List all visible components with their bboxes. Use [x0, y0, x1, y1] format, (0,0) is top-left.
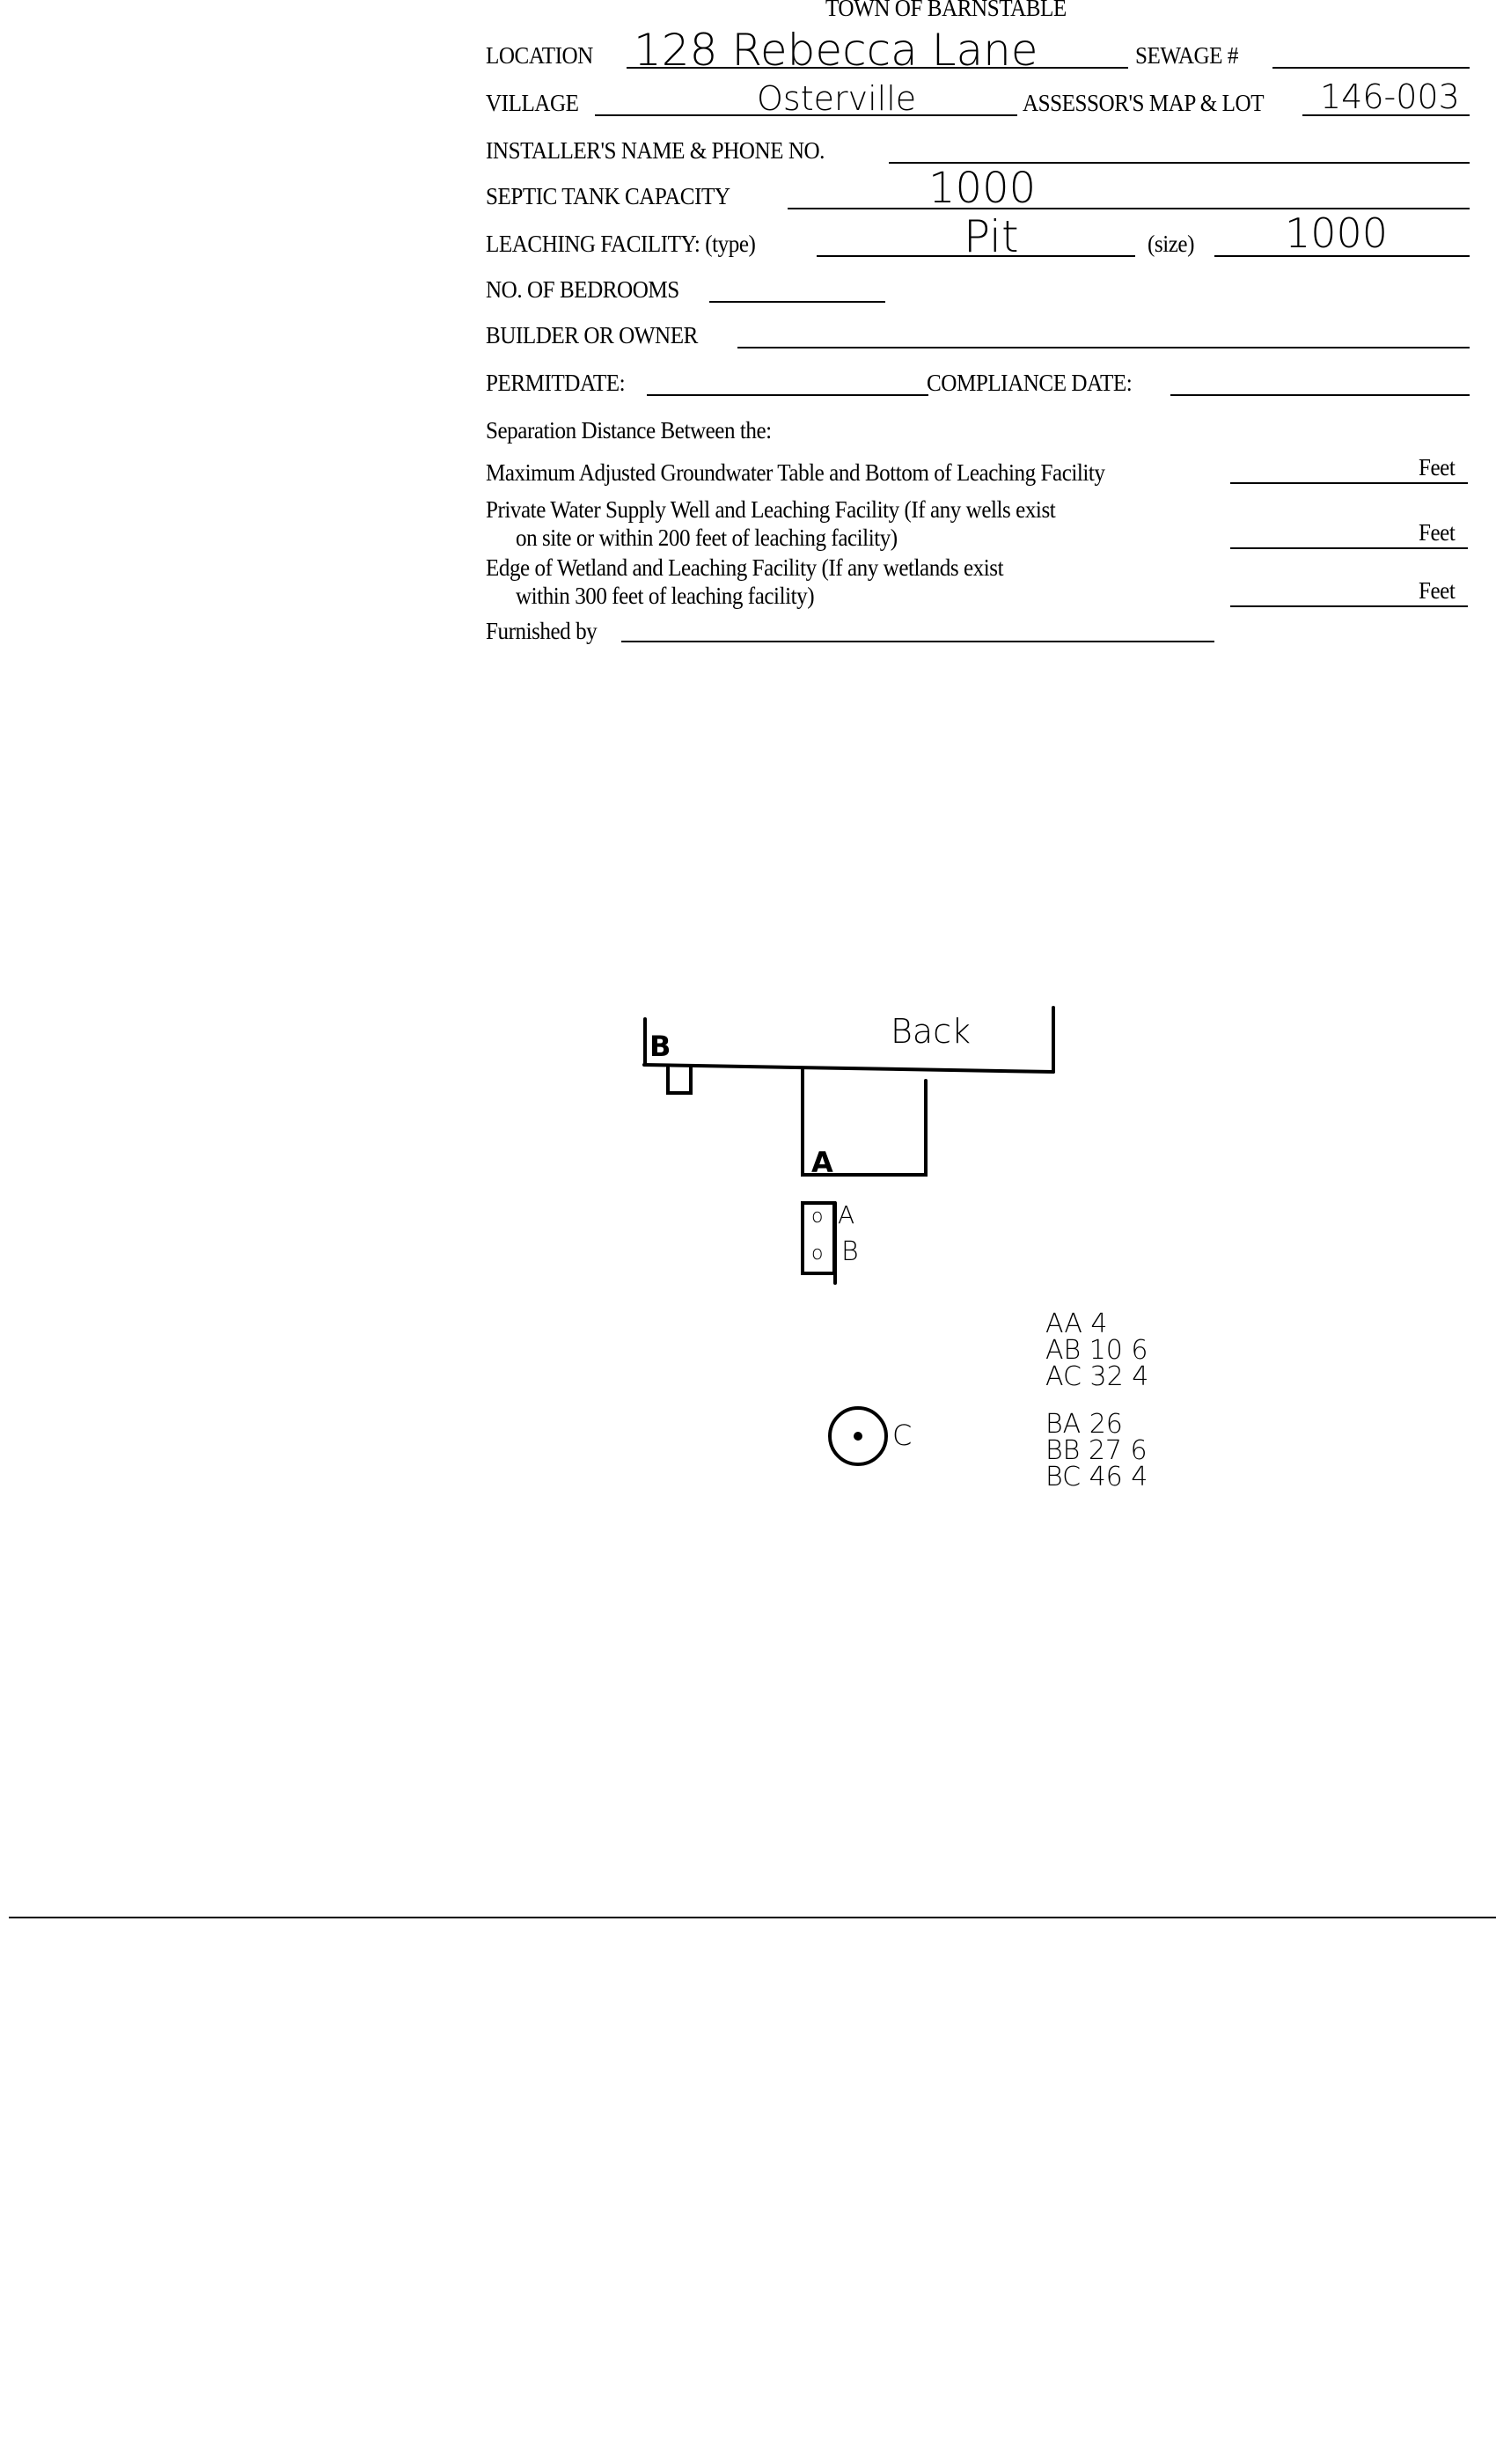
well-feet-field[interactable] [1230, 547, 1468, 549]
permit-date-label: PERMITDATE: [486, 370, 626, 396]
size-field[interactable] [1214, 255, 1470, 257]
house-back-wall [642, 1063, 1055, 1074]
feet-unit-1: Feet [1419, 454, 1456, 480]
measurement-ab: AB 10 6 [1045, 1335, 1148, 1366]
furnished-by-field[interactable] [621, 641, 1214, 642]
map-lot-field[interactable] [1302, 114, 1470, 116]
permit-date-field[interactable] [647, 394, 928, 396]
measurements-list: AA 4 AB 10 6 AC 32 4 BA 26 BB 27 6 BC 46… [1045, 1311, 1148, 1491]
separation-groundwater: Maximum Adjusted Groundwater Table and B… [486, 459, 1105, 486]
measurement-bb: BB 27 6 [1045, 1435, 1148, 1466]
village-label: VILLAGE [486, 90, 579, 116]
map-lot-value: 146-003 [1320, 77, 1460, 116]
measurement-ac: AC 32 4 [1045, 1361, 1149, 1392]
separation-heading: Separation Distance Between the: [486, 417, 772, 444]
tank-b-label: B [841, 1236, 859, 1267]
septic-label: SEPTIC TANK CAPACITY [486, 183, 730, 209]
builder-label: BUILDER OR OWNER [486, 322, 698, 348]
size-value: 1000 [1285, 209, 1389, 257]
form-title: TOWN OF BARNSTABLE [825, 0, 1067, 21]
bedrooms-label: NO. OF BEDROOMS [486, 276, 679, 303]
groundwater-feet-field[interactable] [1230, 482, 1468, 484]
measurement-ba: BA 26 [1045, 1409, 1123, 1440]
tank-outlet-b-mark: o [811, 1243, 824, 1265]
furnished-by-label: Furnished by [486, 618, 598, 644]
septic-field[interactable] [788, 208, 1470, 209]
well-circle [828, 1406, 888, 1466]
map-lot-label: ASSESSOR'S MAP & LOT [1023, 90, 1265, 116]
builder-field[interactable] [737, 347, 1470, 348]
installer-field[interactable] [889, 162, 1470, 164]
separation-well-line2: on site or within 200 feet of leaching f… [516, 524, 898, 551]
compliance-date-label: COMPLIANCE DATE: [927, 370, 1133, 396]
tank-outlet-a-mark: o [811, 1206, 824, 1228]
corner-b-label: B [649, 1030, 671, 1063]
location-value: 128 Rebecca Lane [634, 25, 1038, 76]
sewage-field[interactable] [1272, 67, 1470, 69]
tank-a-label: A [838, 1200, 855, 1229]
separation-wetland-line1: Edge of Wetland and Leaching Facility (I… [486, 554, 1004, 581]
feet-unit-3: Feet [1419, 577, 1456, 604]
leaching-type-field[interactable] [817, 255, 1135, 257]
compliance-date-field[interactable] [1170, 394, 1470, 396]
size-label: (size) [1148, 231, 1194, 257]
location-field[interactable] [627, 67, 1128, 69]
measurement-aa: AA 4 [1045, 1309, 1108, 1339]
point-c-label: C [892, 1419, 913, 1452]
sewage-label: SEWAGE # [1135, 42, 1238, 69]
village-value: Osterville [757, 79, 917, 118]
feet-unit-2: Feet [1419, 519, 1456, 546]
separation-well-line1: Private Water Supply Well and Leaching F… [486, 496, 1056, 523]
septic-value: 1000 [928, 164, 1037, 213]
village-field[interactable] [595, 114, 1017, 116]
corner-a-label: A [811, 1146, 833, 1179]
well-dot [854, 1432, 862, 1441]
installer-label: INSTALLER'S NAME & PHONE NO. [486, 137, 825, 164]
leach-area-box [801, 1067, 928, 1177]
wetland-feet-field[interactable] [1230, 605, 1468, 607]
location-label: LOCATION [486, 42, 593, 69]
bedrooms-field[interactable] [709, 301, 885, 303]
small-square [666, 1066, 693, 1095]
separation-wetland-line2: within 300 feet of leaching facility) [516, 583, 815, 609]
back-label: Back [891, 1012, 972, 1051]
measurement-bc: BC 46 4 [1045, 1462, 1148, 1492]
leaching-type-value: Pit [964, 211, 1019, 262]
leaching-label: LEACHING FACILITY: (type) [486, 231, 756, 257]
